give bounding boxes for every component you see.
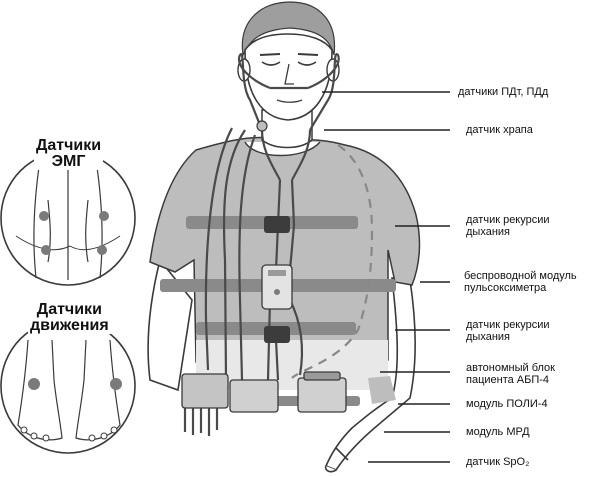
emg-electrode — [41, 245, 51, 255]
motion-title-line2: движения — [30, 317, 109, 334]
spo2-dashed-wire — [291, 144, 374, 379]
emg-electrode — [97, 245, 107, 255]
label-abp4: автономный блок пациента АБП-4 — [466, 362, 555, 386]
label-snore: датчик храпа — [466, 124, 533, 136]
motion-sensor — [28, 378, 40, 390]
leader-lines — [322, 91, 450, 463]
label-resp-lower: датчик рекурсии дыхания — [466, 319, 550, 343]
label-mrd: модуль МРД — [466, 426, 530, 438]
head — [237, 1, 340, 149]
shirt — [149, 136, 421, 390]
poly4-unit — [229, 379, 279, 413]
label-resp-upper: датчик рекурсии дыхания — [466, 214, 550, 238]
recorder-modules — [181, 371, 347, 413]
label-spo2: датчик SpO₂ — [466, 456, 530, 468]
lower-resp-clip — [264, 326, 290, 343]
emg-inset-title: Датчики ЭМГ — [34, 137, 104, 170]
abp4-unit — [181, 373, 229, 409]
wires — [183, 53, 340, 436]
motion-sensor — [110, 378, 122, 390]
emg-electrode — [99, 211, 109, 221]
emg-electrode — [39, 211, 49, 221]
motion-title-line1: Датчики — [36, 301, 102, 318]
label-poly4: модуль ПОЛИ-4 — [466, 398, 548, 410]
snore-sensor — [256, 120, 268, 132]
arms — [147, 258, 417, 473]
oximeter-module — [261, 264, 293, 310]
emg-inset — [0, 150, 136, 286]
emg-title-line1: Датчики — [36, 137, 102, 154]
motion-inset — [0, 318, 136, 454]
upper-resp-clip — [264, 216, 290, 233]
wrist-belt — [368, 376, 396, 404]
label-oximeter: беспроводной модуль пульсоксиметра — [464, 270, 577, 294]
motion-inset-title: Датчики движения — [28, 302, 111, 334]
mrd-unit — [297, 377, 347, 413]
label-pdt-pdd: датчики ПДт, ПДд — [458, 86, 549, 98]
emg-title-line2: ЭМГ — [51, 153, 86, 170]
